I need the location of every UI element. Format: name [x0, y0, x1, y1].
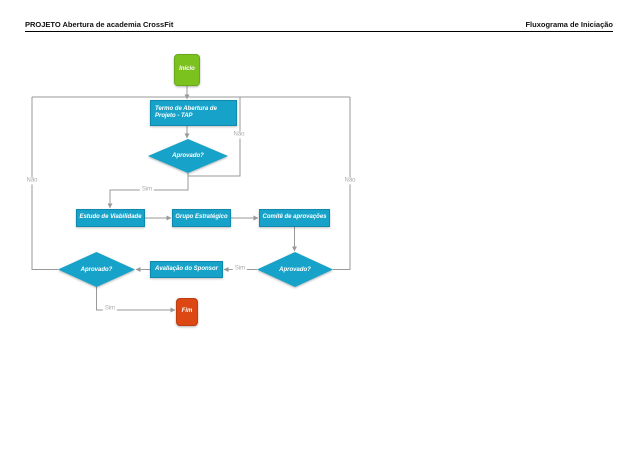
decision-diamond: Aprovado?	[148, 139, 228, 173]
decision-diamond: Aprovado?	[58, 252, 135, 287]
edge-label-nao: Não	[342, 177, 358, 185]
node-estudo-viabilidade: Estudo de Viabilidade	[76, 209, 145, 227]
edge-label-sim: Sim	[232, 265, 248, 273]
node-avaliacao-sponsor: Avaliação do Sponsor	[150, 261, 223, 278]
node-comite-aprovacoes: Comitê de aprovações	[259, 209, 330, 227]
edge-nao-left	[31, 97, 58, 270]
node-fim: Fim	[176, 298, 198, 326]
edge-label-sim: Sim	[102, 305, 118, 313]
page-subtitle: Fluxograma de Iniciação	[525, 20, 613, 29]
header-divider	[25, 31, 613, 32]
node-aprovado-1: Aprovado?	[148, 139, 228, 173]
node-grupo-estrategico: Grupo Estratégico	[172, 209, 231, 227]
page-title: PROJETO Abertura de academia CrossFit	[25, 20, 174, 29]
node-aprovado-3: Aprovado?	[58, 252, 135, 287]
node-aprovado-2: Aprovado?	[257, 252, 333, 287]
edge-label-nao: Não	[231, 131, 247, 139]
edge-label-nao: Não	[24, 177, 40, 185]
edge-d3-fim	[96, 287, 176, 313]
edge-nao-tap	[188, 97, 241, 177]
node-termo-abertura-projeto: Termo de Abertura de Projeto - TAP	[150, 100, 237, 126]
decision-diamond: Aprovado?	[257, 252, 333, 287]
edge-nao-right	[333, 97, 351, 270]
node-inicio: Início	[174, 54, 200, 86]
edge-label-sim: Sim	[139, 186, 155, 194]
